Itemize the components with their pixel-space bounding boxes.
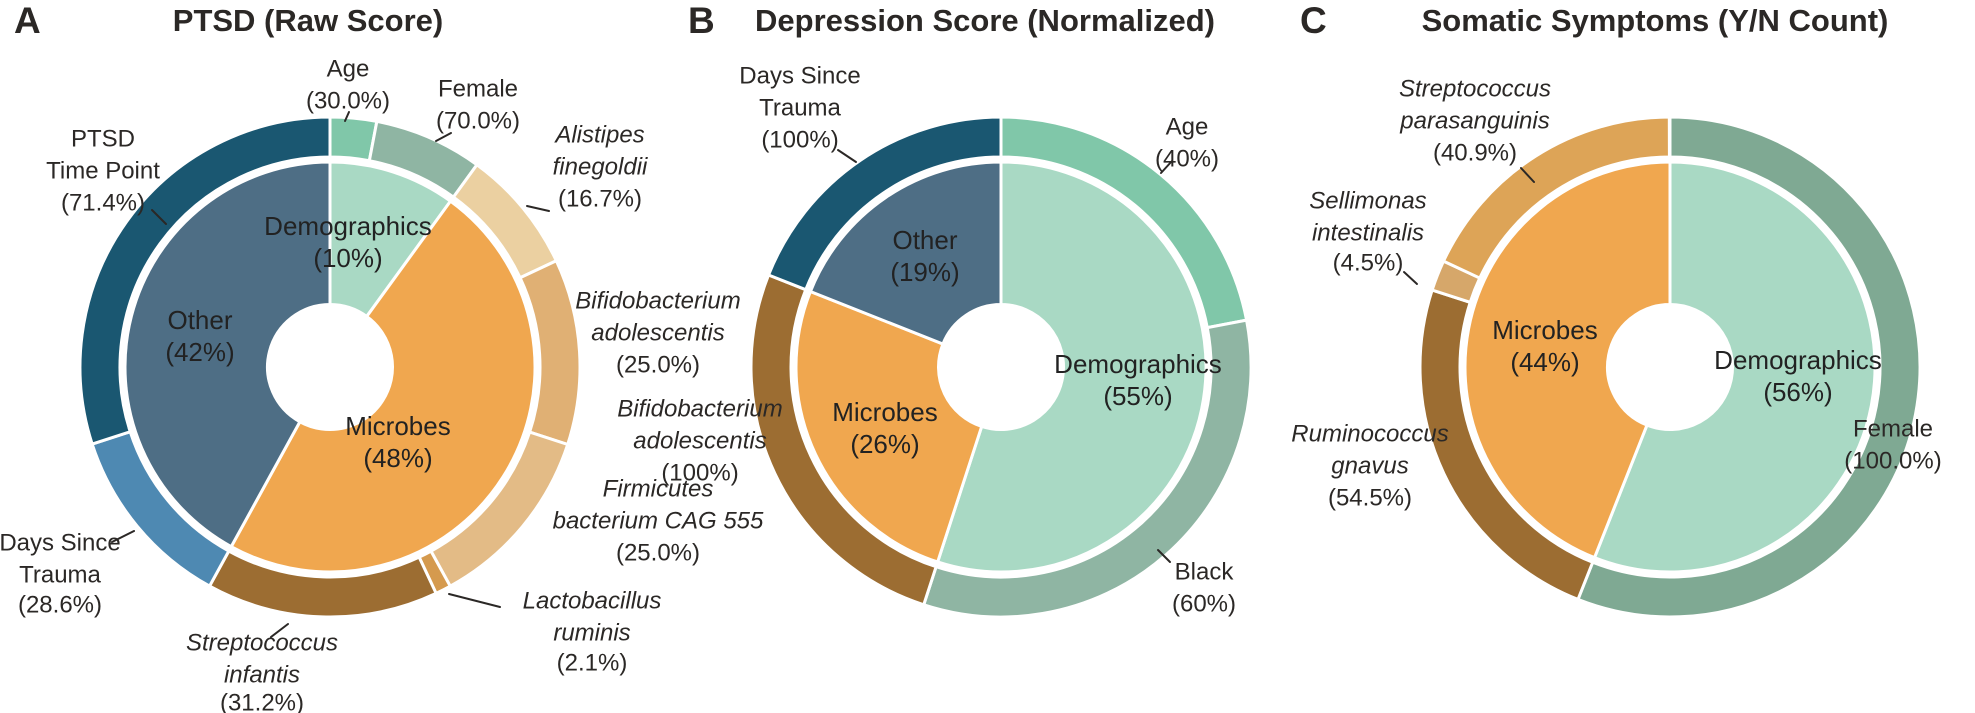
outer-label-age: Age(30.0%) (306, 55, 390, 114)
outer-label-age-leader-line (344, 111, 350, 122)
outer-label-ptsd-time-point-leader-line (151, 209, 167, 225)
outer-label-lactobacillus-ruminis-leader-line (448, 593, 501, 608)
panel-title: PTSD (Raw Score) (173, 3, 443, 38)
inner-label-microbes: Microbes(26%) (832, 397, 937, 459)
outer-label-streptococcus-parasanguinis-leader-line (1520, 167, 1535, 183)
outer-label-age: Age(40%) (1155, 113, 1219, 172)
inner-label-other: Other(19%) (890, 225, 959, 287)
outer-label-days-since-trauma-leader-line (111, 530, 135, 543)
inner-label-demographics: Demographics(10%) (264, 211, 432, 273)
outer-label-black: Black(60%) (1172, 558, 1236, 617)
outer-slice-days-since-trauma (766, 115, 1003, 292)
outer-label-alistipes-finegoldii-leader-line (526, 205, 550, 212)
panel-letter: A (14, 0, 41, 41)
outer-slice-ptsd-time-point (78, 115, 332, 446)
panel-letter: B (688, 0, 715, 41)
outer-label-black-leader-line (1157, 549, 1171, 563)
inner-label-microbes: Microbes(44%) (1492, 315, 1597, 377)
inner-slice-demographics (328, 160, 453, 319)
inner-slice-demographics (1592, 160, 1877, 574)
inner-label-demographics: Demographics(56%) (1714, 345, 1882, 407)
inner-label-microbes: Microbes(48%) (345, 411, 450, 473)
outer-label-sellimonas-intestinalis-leader-line (1403, 271, 1418, 285)
inner-slice-microbes (1463, 160, 1672, 560)
inner-slice-microbes (229, 199, 537, 574)
panel-title: Somatic Symptoms (Y/N Count) (1422, 3, 1889, 38)
outer-label-days-since-trauma-leader-line (837, 149, 857, 163)
panel-B: B Depression Score (Normalized) Demographi… (617, 0, 1253, 619)
panel-title: Depression Score (Normalized) (755, 3, 1215, 38)
outer-label-female: Female(70.0%) (436, 75, 520, 134)
inner-slice-other (123, 160, 332, 549)
inner-label-demographics: Demographics(55%) (1054, 349, 1222, 411)
panel-A: A PTSD (Raw Score) Demographics(10%) Microb… (0, 0, 764, 713)
outer-slice-streptococcus-parasanguinis (1441, 115, 1671, 281)
outer-label-streptococcus-infantis-leader-line (270, 623, 289, 638)
outer-label-age-leader-line (1160, 160, 1173, 174)
outer-label-female: Female(100.0%) (1844, 415, 1941, 474)
panel-letter: C (1300, 0, 1327, 41)
outer-slice-female (1576, 115, 1922, 619)
outer-label-female-leader-line (435, 132, 452, 142)
inner-slice-demographics (935, 160, 1208, 574)
inner-slice-microbes (794, 289, 984, 564)
inner-slice-other (808, 160, 1003, 346)
inner-label-other: Other(42%) (165, 305, 234, 367)
panel-C: C Somatic Symptoms (Y/N Count) Demographic… (1291, 0, 1942, 619)
